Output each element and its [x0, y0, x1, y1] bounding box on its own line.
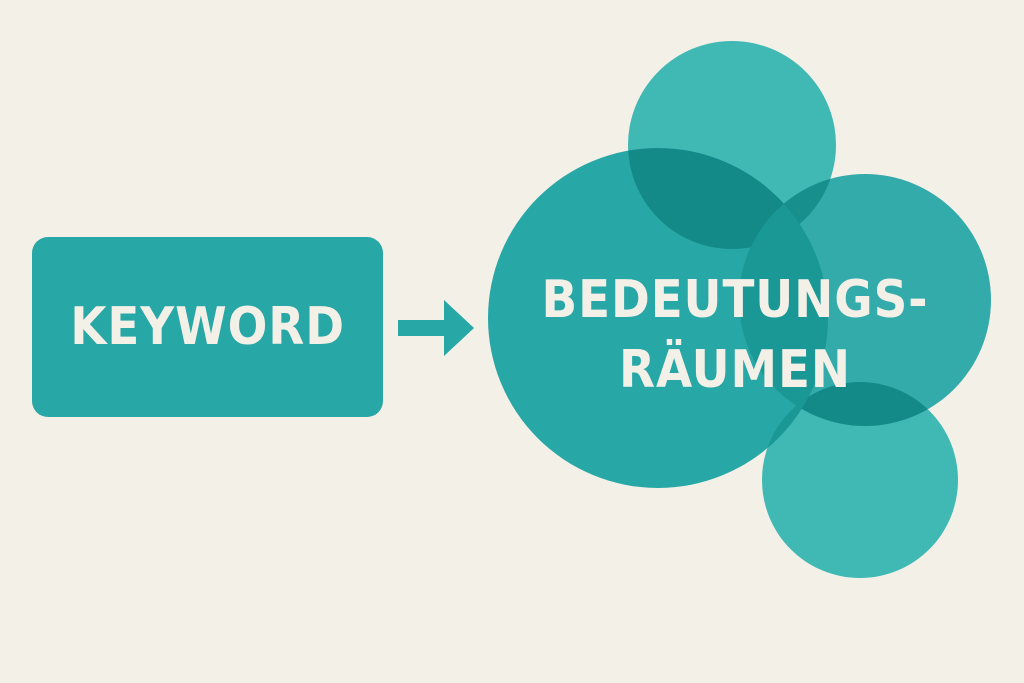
circle-bottom	[762, 382, 958, 578]
label-line-2: RÄUMEN	[619, 340, 851, 400]
keyword-label: KEYWORD	[70, 297, 345, 357]
label-line-1: BEDEUTUNGS-	[541, 270, 929, 330]
arrow-right-icon	[398, 300, 474, 356]
meaning-spaces-label: BEDEUTUNGS- RÄUMEN	[500, 265, 970, 405]
keyword-box: KEYWORD	[32, 237, 383, 417]
